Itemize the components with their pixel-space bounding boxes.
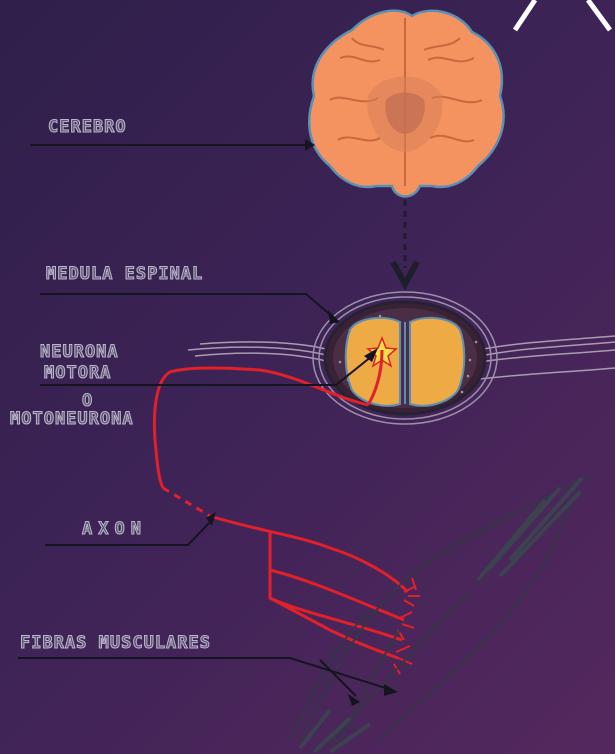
cerebro-label: CEREBRO [48, 118, 127, 136]
brain-to-cord-dotted-line [393, 200, 417, 284]
muscle-fibers [300, 478, 582, 752]
neurona-motora-label-line1: NEURONA [40, 343, 119, 361]
neurona-motora-label-line2: MOTORA [44, 364, 111, 382]
axon-label: AXON [82, 520, 147, 538]
brain-illustration [309, 11, 503, 197]
medula-espinal-label: MEDULA ESPINAL [46, 265, 203, 283]
spinal-cord-section [313, 292, 497, 424]
fibras-musculares-label: FIBRAS MUSCULARES [20, 634, 211, 652]
neurona-motora-label-line3: O [82, 392, 93, 410]
corner-chevron-icon [515, 0, 610, 30]
arrowheads [206, 139, 398, 706]
neurona-motora-label-line4: MOTONEURONA [10, 410, 134, 428]
muscle-outline [290, 476, 590, 742]
